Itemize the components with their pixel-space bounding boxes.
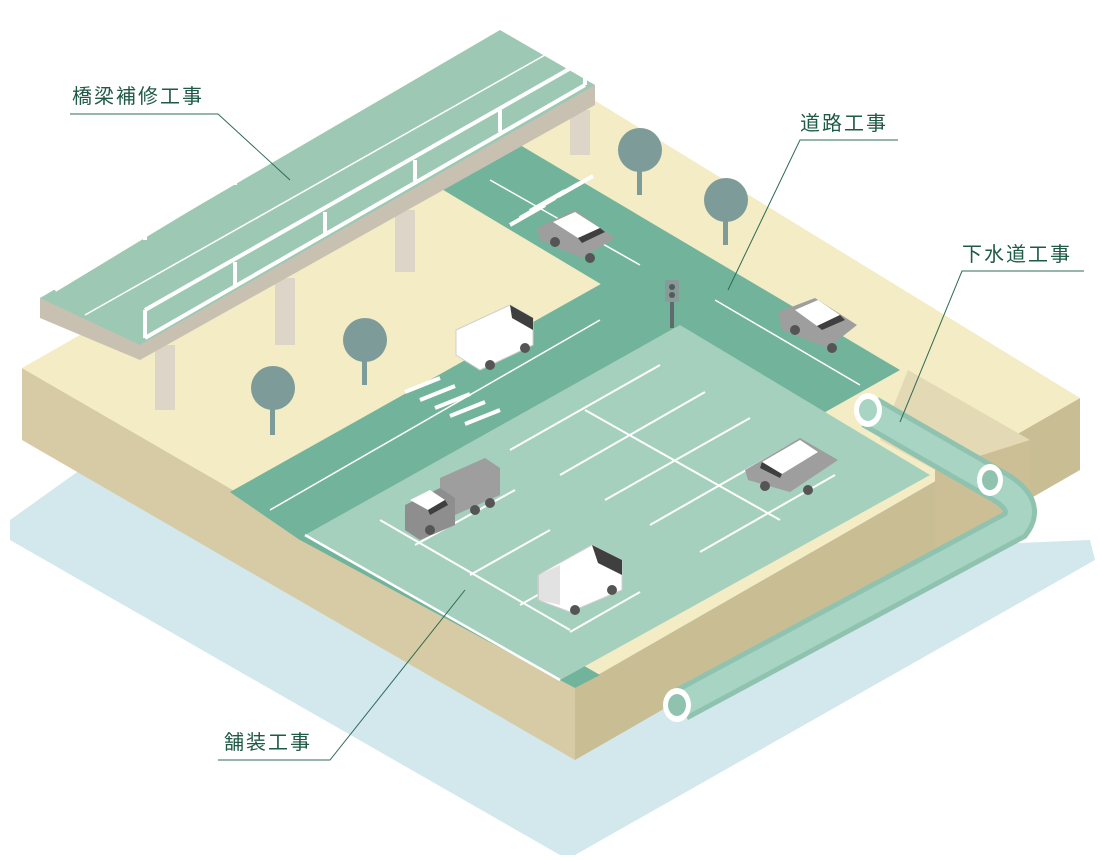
label-road-work: 道路工事 xyxy=(800,111,888,135)
bridge-pier xyxy=(395,210,415,272)
tree xyxy=(618,128,662,195)
sedan-car xyxy=(537,210,615,263)
truck xyxy=(405,458,500,540)
bridge-railing-back xyxy=(53,6,500,292)
traffic-signal xyxy=(665,280,679,328)
crosswalk-bottom xyxy=(404,376,501,426)
van xyxy=(537,544,623,615)
bridge-deck xyxy=(40,30,595,345)
label-paving-work: 舗装工事 xyxy=(224,730,312,754)
bridge-railing-front xyxy=(143,58,587,340)
sedan-car xyxy=(778,298,857,353)
tree xyxy=(343,318,387,385)
bridge xyxy=(40,6,595,410)
crosswalk-top xyxy=(509,174,594,227)
leader-line-paving xyxy=(218,589,466,761)
leader-lines xyxy=(70,113,1084,761)
bridge-pier xyxy=(275,278,295,345)
sedan-car xyxy=(745,438,838,495)
bridge-pier xyxy=(570,110,590,155)
tree xyxy=(704,178,748,245)
tree xyxy=(251,366,295,435)
van xyxy=(455,304,534,371)
leader-line-sewer xyxy=(899,270,1084,423)
parking-lines xyxy=(304,364,836,682)
leader-line-bridge xyxy=(70,113,291,181)
bridge-lane-line xyxy=(84,54,546,316)
ground-side-left xyxy=(22,368,575,760)
sewer-pipe xyxy=(663,393,1037,722)
label-bridge-repair: 橋梁補修工事 xyxy=(72,84,204,108)
parking-area xyxy=(305,325,930,680)
label-sewer-work: 下水道工事 xyxy=(962,242,1072,266)
bridge-pier xyxy=(155,345,175,410)
road-horizontal xyxy=(230,280,680,540)
leader-line-road xyxy=(727,139,898,291)
